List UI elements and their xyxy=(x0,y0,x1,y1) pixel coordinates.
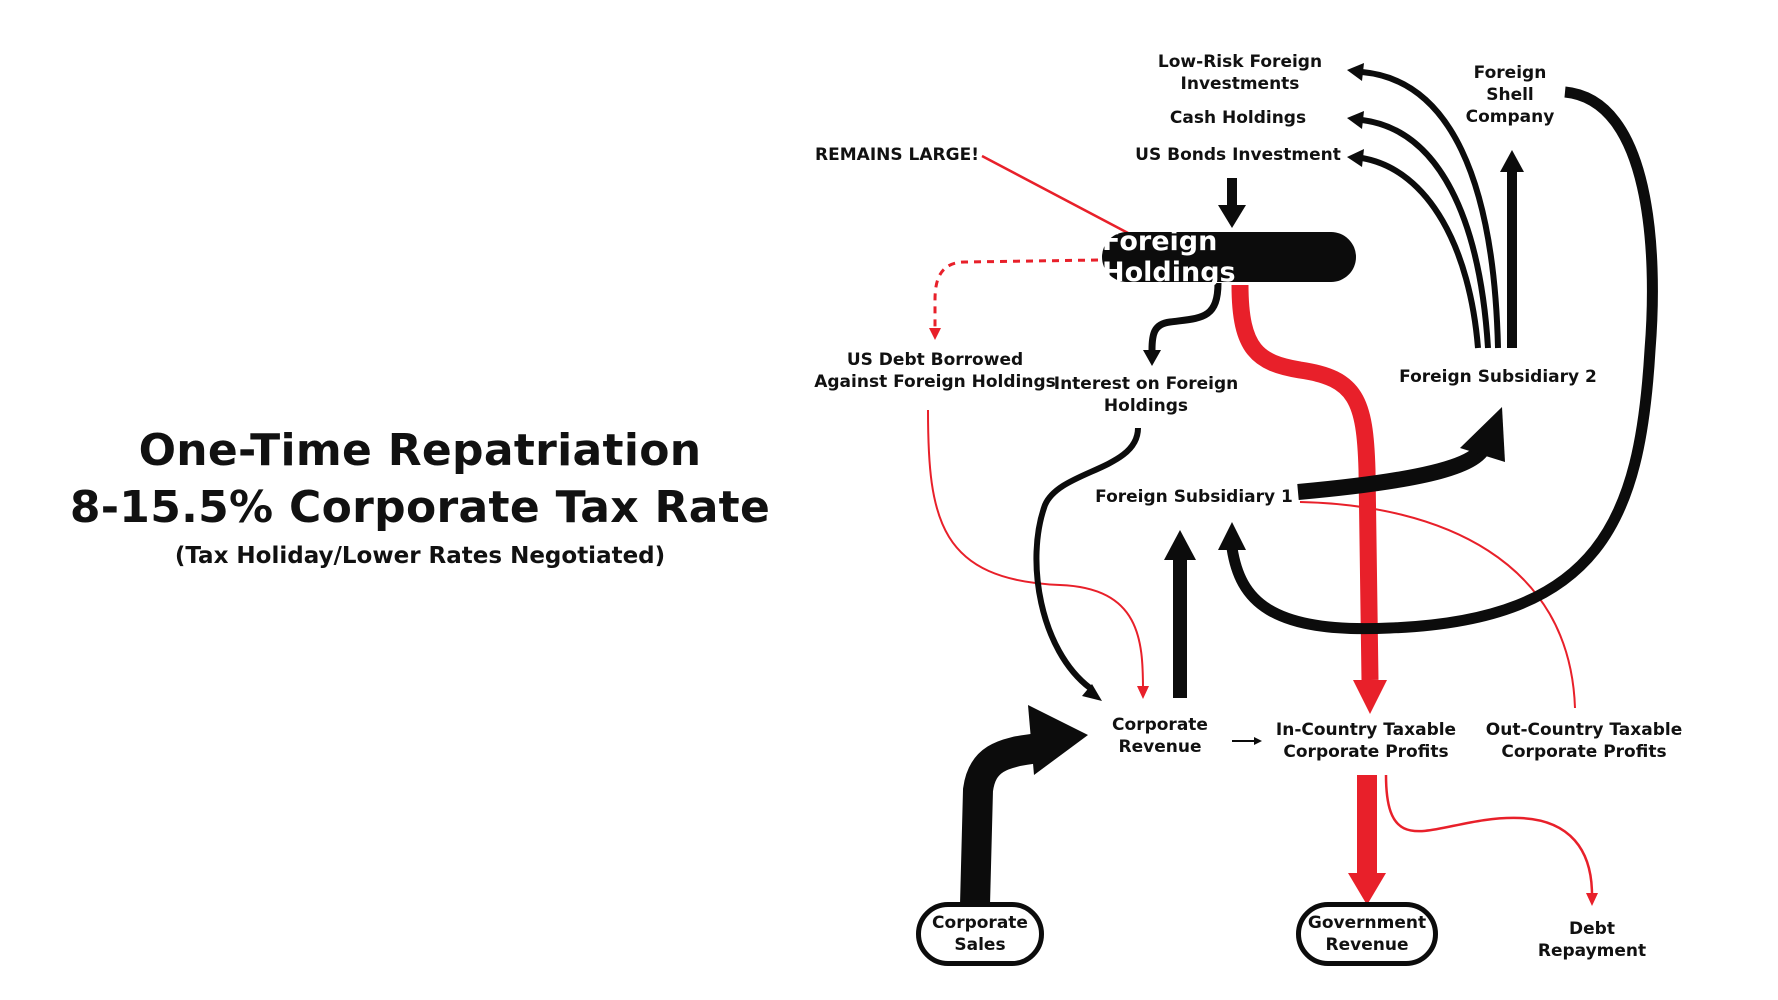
holdings-to-usdebt-dashed xyxy=(933,258,1099,328)
holdings-to-interest-flow xyxy=(1148,282,1222,351)
profits-to-debt-repayment-flow xyxy=(1384,774,1594,896)
node-cash-holdings: Cash Holdings xyxy=(1169,108,1307,128)
title-block: One-Time Repatriation 8-15.5% Corporate … xyxy=(40,422,800,576)
node-foreign-subsidiary-2: Foreign Subsidiary 2 xyxy=(1399,367,1597,387)
sub1-to-outcountry-flow xyxy=(1299,501,1576,709)
shell-to-sub1-flow xyxy=(1226,86,1658,635)
node-us-bonds-investment: US Bonds Investment xyxy=(1135,145,1341,165)
title-line-2: 8-15.5% Corporate Tax Rate xyxy=(69,482,771,533)
node-foreign-holdings: Foreign Holdings xyxy=(1102,226,1356,288)
interest-to-revenue-flow xyxy=(1033,427,1141,691)
sub2-to-lowrisk-flow xyxy=(1361,69,1501,349)
title-subtitle: (Tax Holiday/Lower Rates Negotiated) xyxy=(174,543,666,569)
node-foreign-subsidiary-1: Foreign Subsidiary 1 xyxy=(1095,487,1293,507)
remains-large-connector xyxy=(981,154,1129,235)
sales-to-revenue-flow xyxy=(960,733,1042,906)
title-line-1: One-Time Repatriation xyxy=(138,425,702,476)
repatriation-flow xyxy=(1231,284,1379,681)
sub2-to-usbonds-flow xyxy=(1361,155,1481,349)
remains-large-note: REMAINS LARGE! xyxy=(815,145,979,165)
sub2-to-cash-flow xyxy=(1361,117,1491,349)
sub1-to-sub2-flow xyxy=(1297,440,1493,500)
debt-to-revenue-flow xyxy=(927,409,1144,691)
